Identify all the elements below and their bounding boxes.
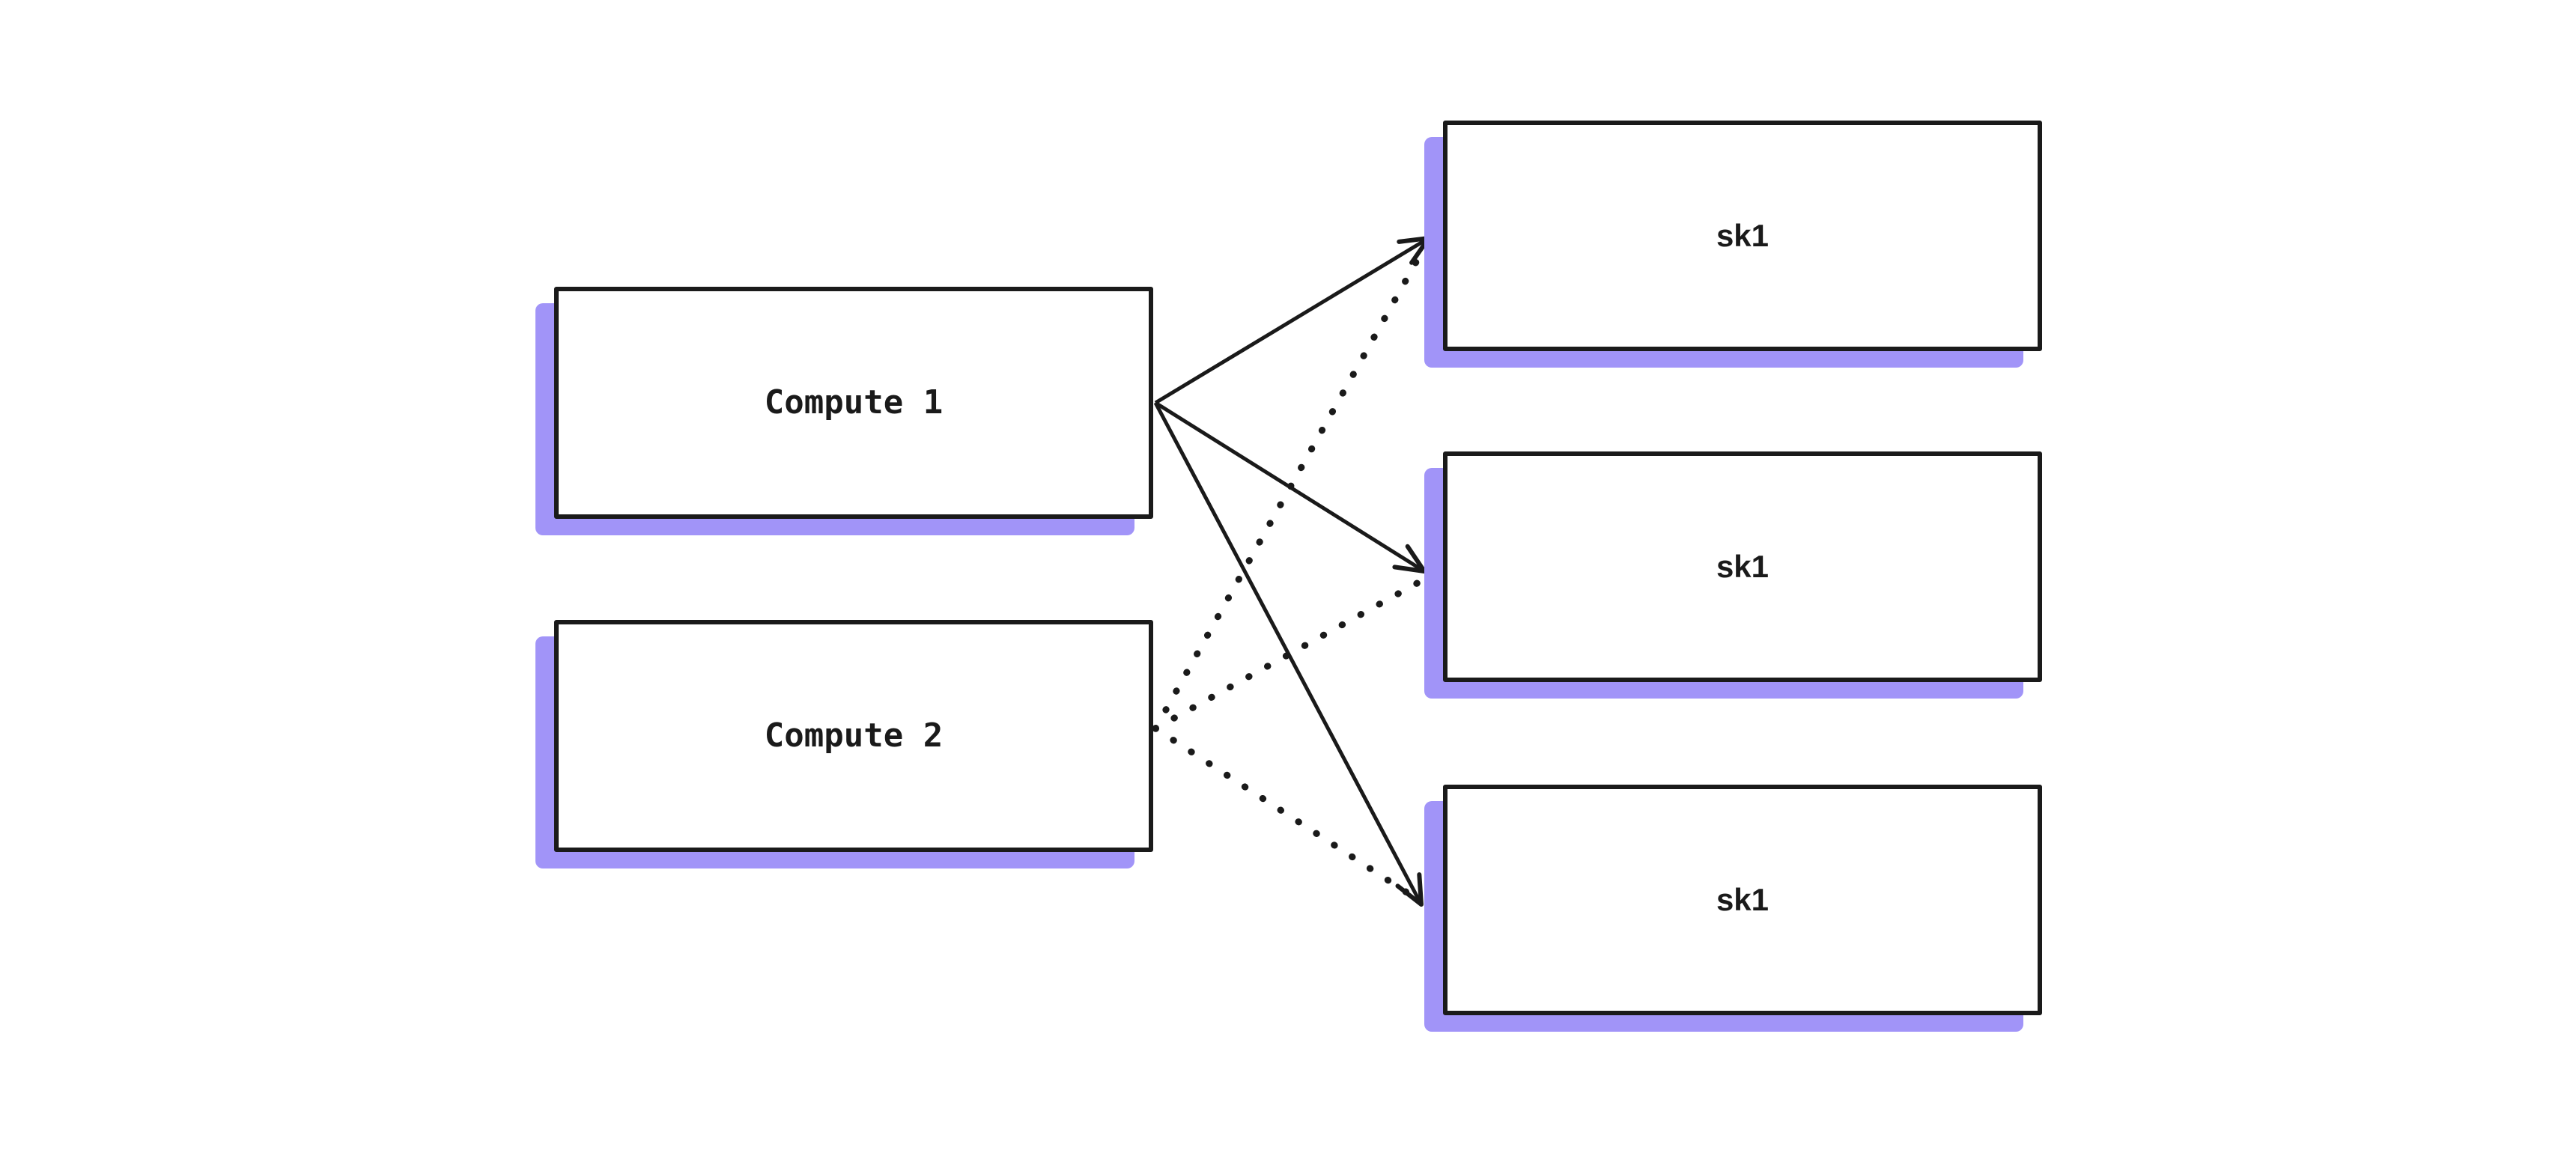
edge-compute2-sk1a-line — [1152, 240, 1430, 732]
node-sk1-c[interactable]: sk1 — [1443, 785, 2042, 1015]
edge-compute2-sk1a[interactable] — [1152, 240, 1430, 732]
edge-compute2-sk1b-line — [1152, 574, 1430, 732]
node-sk1-b[interactable]: sk1 — [1443, 451, 2042, 682]
edge-compute1-sk1a[interactable] — [1154, 236, 1431, 405]
edge-compute1-sk1c-line — [1153, 401, 1424, 906]
edge-compute1-sk1b-line — [1154, 401, 1426, 574]
node-label-compute-2: Compute 2 — [764, 717, 944, 755]
node-label-sk1-c: sk1 — [1716, 882, 1770, 917]
node-compute-1[interactable]: Compute 1 — [554, 287, 1153, 519]
edge-compute1-sk1a-line — [1154, 236, 1430, 405]
edge-compute1-sk1c-arrowhead-icon — [1395, 872, 1424, 907]
node-sk1-a[interactable]: sk1 — [1443, 121, 2042, 351]
edge-compute1-sk1b[interactable] — [1154, 401, 1427, 574]
edge-compute2-sk1c-line — [1152, 725, 1424, 905]
node-label-sk1-a: sk1 — [1716, 218, 1770, 253]
edge-compute2-sk1c[interactable] — [1152, 725, 1424, 905]
edge-compute1-sk1c[interactable] — [1153, 401, 1424, 907]
node-label-compute-1: Compute 1 — [764, 383, 944, 422]
edge-compute2-sk1b[interactable] — [1152, 574, 1430, 732]
node-label-sk1-b: sk1 — [1716, 549, 1770, 584]
edge-compute1-sk1b-arrowhead-icon — [1392, 544, 1427, 574]
node-compute-2[interactable]: Compute 2 — [554, 620, 1153, 852]
